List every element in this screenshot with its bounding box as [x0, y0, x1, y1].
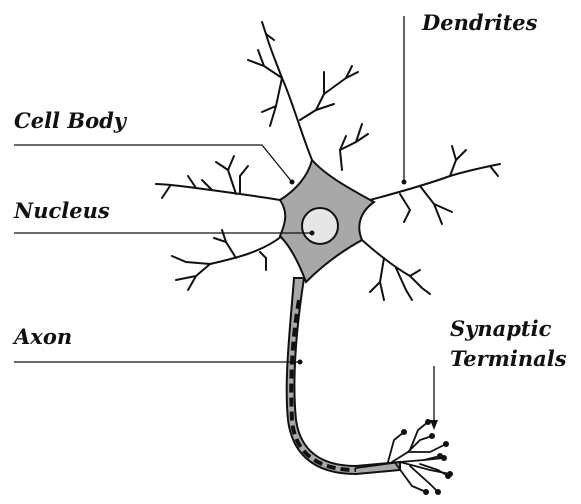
leader-cell-body — [14, 145, 292, 182]
label-terminals: Terminals — [450, 346, 567, 371]
label-cell-body: Cell Body — [14, 108, 128, 133]
dendrites-upper — [248, 22, 368, 170]
label-synaptic: Synaptic — [450, 316, 552, 341]
myelin-sheath — [291, 300, 356, 470]
dendrites-right — [362, 146, 500, 300]
label-dendrites: Dendrites — [421, 10, 538, 35]
synaptic-arrowhead — [430, 420, 438, 430]
synaptic-knobs — [401, 419, 453, 495]
dendrites-left — [156, 156, 282, 290]
label-axon: Axon — [12, 324, 72, 349]
nucleus — [302, 208, 338, 244]
axon — [287, 278, 400, 474]
label-nucleus: Nucleus — [13, 198, 110, 223]
